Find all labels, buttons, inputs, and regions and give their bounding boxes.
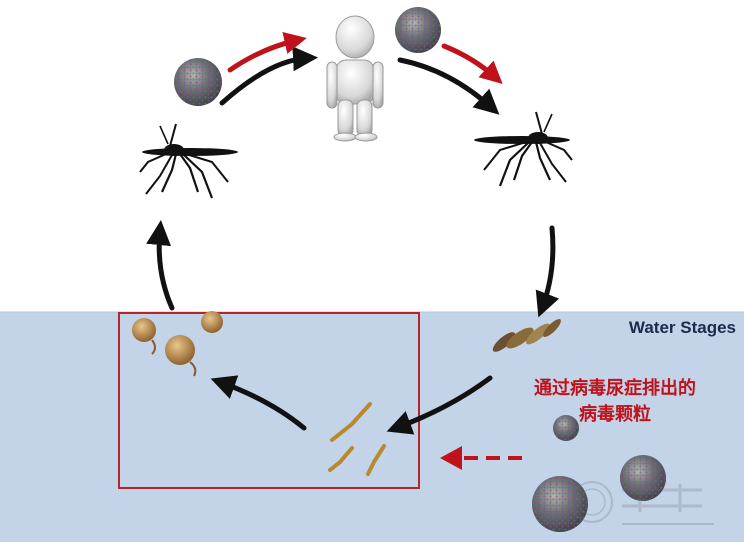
red-arrow-virus-to-human xyxy=(230,40,298,70)
virus-particle-icon xyxy=(620,455,666,501)
virus-particle-icon xyxy=(395,7,441,53)
arrow-pupae-to-mosquito xyxy=(159,230,172,308)
note-line-1: 通过病毒尿症排出的 xyxy=(520,376,710,402)
arrow-mosquito-to-eggs xyxy=(542,228,553,308)
arrow-human-to-mosquito xyxy=(400,60,492,108)
human-figure-icon xyxy=(327,16,383,141)
mosquito-icon xyxy=(140,124,238,198)
water-stages-label: Water Stages xyxy=(629,318,736,338)
virus-particle-icon xyxy=(174,58,222,106)
note-line-2: 病毒颗粒 xyxy=(520,402,710,428)
mosquito-icon xyxy=(474,112,572,186)
virus-shedding-note: 通过病毒尿症排出的 病毒颗粒 xyxy=(520,376,710,428)
red-arrow-virus-to-mosquito xyxy=(444,46,496,78)
